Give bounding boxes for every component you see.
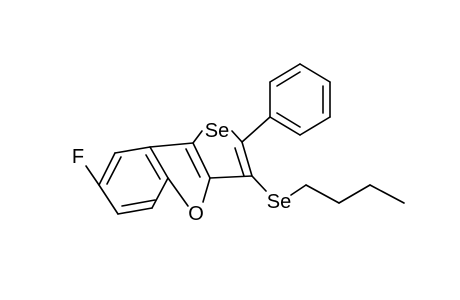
bond-double-inner bbox=[106, 156, 122, 185]
bond bbox=[149, 142, 194, 148]
bond bbox=[117, 207, 153, 215]
selenium-substituent-atom-label: Se bbox=[267, 191, 291, 213]
bond-double-inner bbox=[276, 112, 301, 128]
bond bbox=[114, 146, 151, 154]
bond bbox=[98, 152, 116, 186]
bond bbox=[241, 141, 253, 177]
bond-to-phenyl bbox=[241, 116, 271, 143]
furan-ring bbox=[149, 142, 211, 207]
bond bbox=[290, 184, 307, 196]
bond bbox=[338, 184, 371, 204]
bond bbox=[149, 146, 169, 179]
bond bbox=[151, 177, 169, 209]
bond-to-selenium bbox=[251, 175, 267, 192]
bond bbox=[192, 142, 211, 179]
bond bbox=[299, 116, 331, 136]
bond bbox=[269, 116, 301, 136]
oxygen-atom-label: O bbox=[188, 203, 204, 225]
bond-to-selenium bbox=[231, 130, 243, 143]
selenophene-ring bbox=[192, 130, 253, 179]
phenyl-ring bbox=[241, 63, 331, 143]
bond bbox=[269, 63, 301, 83]
bond bbox=[209, 175, 253, 179]
bond-to-selenium bbox=[192, 130, 203, 144]
bond-to-oxygen bbox=[167, 177, 189, 207]
butylselanyl-chain bbox=[251, 175, 405, 204]
fluorine-atom-label: F bbox=[72, 146, 84, 168]
bond-double-inner bbox=[121, 199, 156, 207]
bond bbox=[305, 184, 340, 204]
bond-double-inner bbox=[145, 154, 161, 180]
bond-to-fluorine bbox=[85, 165, 100, 186]
bond-to-oxygen bbox=[202, 177, 211, 203]
bond bbox=[299, 63, 331, 83]
bond-double-inner bbox=[276, 71, 301, 87]
benzene-ring-fluorinated bbox=[85, 146, 169, 215]
bond bbox=[98, 184, 119, 215]
bond bbox=[369, 184, 405, 204]
selenium-ring-atom-label: Se bbox=[205, 120, 229, 142]
bond-double-inner bbox=[185, 148, 201, 178]
bond-double-inner bbox=[234, 147, 245, 177]
